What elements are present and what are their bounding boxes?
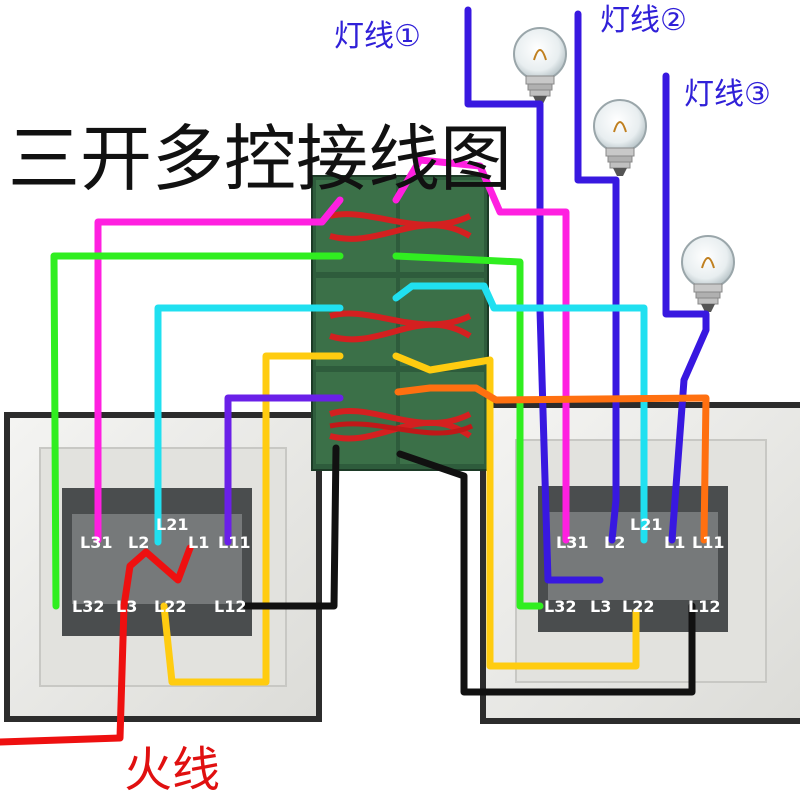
lamp-1-wire xyxy=(464,6,604,584)
yellow-wire xyxy=(160,352,640,686)
live-wire xyxy=(0,544,194,746)
magenta-wire xyxy=(94,156,570,544)
right-terminal-l1: L1 xyxy=(664,533,685,552)
lamp-3-wire xyxy=(662,72,710,544)
right-terminal-l2: L2 xyxy=(604,533,625,552)
left-terminal-l11: L11 xyxy=(218,533,250,552)
lamp-1-label: 灯线① xyxy=(334,19,421,54)
left-terminal-l2: L2 xyxy=(128,533,149,552)
lamp-1 xyxy=(513,27,567,105)
diagram-title: 三开多控接线图 xyxy=(8,117,512,201)
right-switch-plate xyxy=(480,402,800,724)
left-terminal-l12: L12 xyxy=(214,597,246,616)
black-wire xyxy=(242,444,696,696)
left-terminal-l1: L1 xyxy=(188,533,209,552)
left-terminal-l31: L31 xyxy=(80,533,112,552)
lamp-3 xyxy=(681,235,735,313)
lamp-2-wire xyxy=(574,10,620,544)
lamp-2 xyxy=(593,99,647,177)
left-terminal-l22: L22 xyxy=(154,597,186,616)
right-terminal-l21: L21 xyxy=(630,515,662,534)
live-wire-label: 火线 xyxy=(124,742,220,798)
lamp-3-label: 灯线③ xyxy=(684,77,771,112)
left-terminal-l21: L21 xyxy=(156,515,188,534)
left-terminal-l32: L32 xyxy=(72,597,104,616)
purple-wire xyxy=(224,394,344,546)
cyan-wire xyxy=(154,282,648,546)
green-wire xyxy=(50,252,544,610)
orange-wire xyxy=(394,384,710,544)
lamp-2-label: 灯线② xyxy=(600,3,687,38)
right-terminal-l12: L12 xyxy=(688,597,720,616)
right-terminal-l31: L31 xyxy=(556,533,588,552)
right-terminal-l3: L3 xyxy=(590,597,611,616)
right-switch-terminals: L31 L2 L21 L1 L11 L32 L3 L22 L12 xyxy=(544,515,724,616)
left-switch-terminals: L31 L2 L21 L1 L11 L32 L3 L22 L12 xyxy=(72,515,250,616)
right-terminal-l32: L32 xyxy=(544,597,576,616)
terminal-block xyxy=(311,175,489,471)
left-terminal-l3: L3 xyxy=(116,597,137,616)
right-terminal-l22: L22 xyxy=(622,597,654,616)
right-terminal-l11: L11 xyxy=(692,533,724,552)
